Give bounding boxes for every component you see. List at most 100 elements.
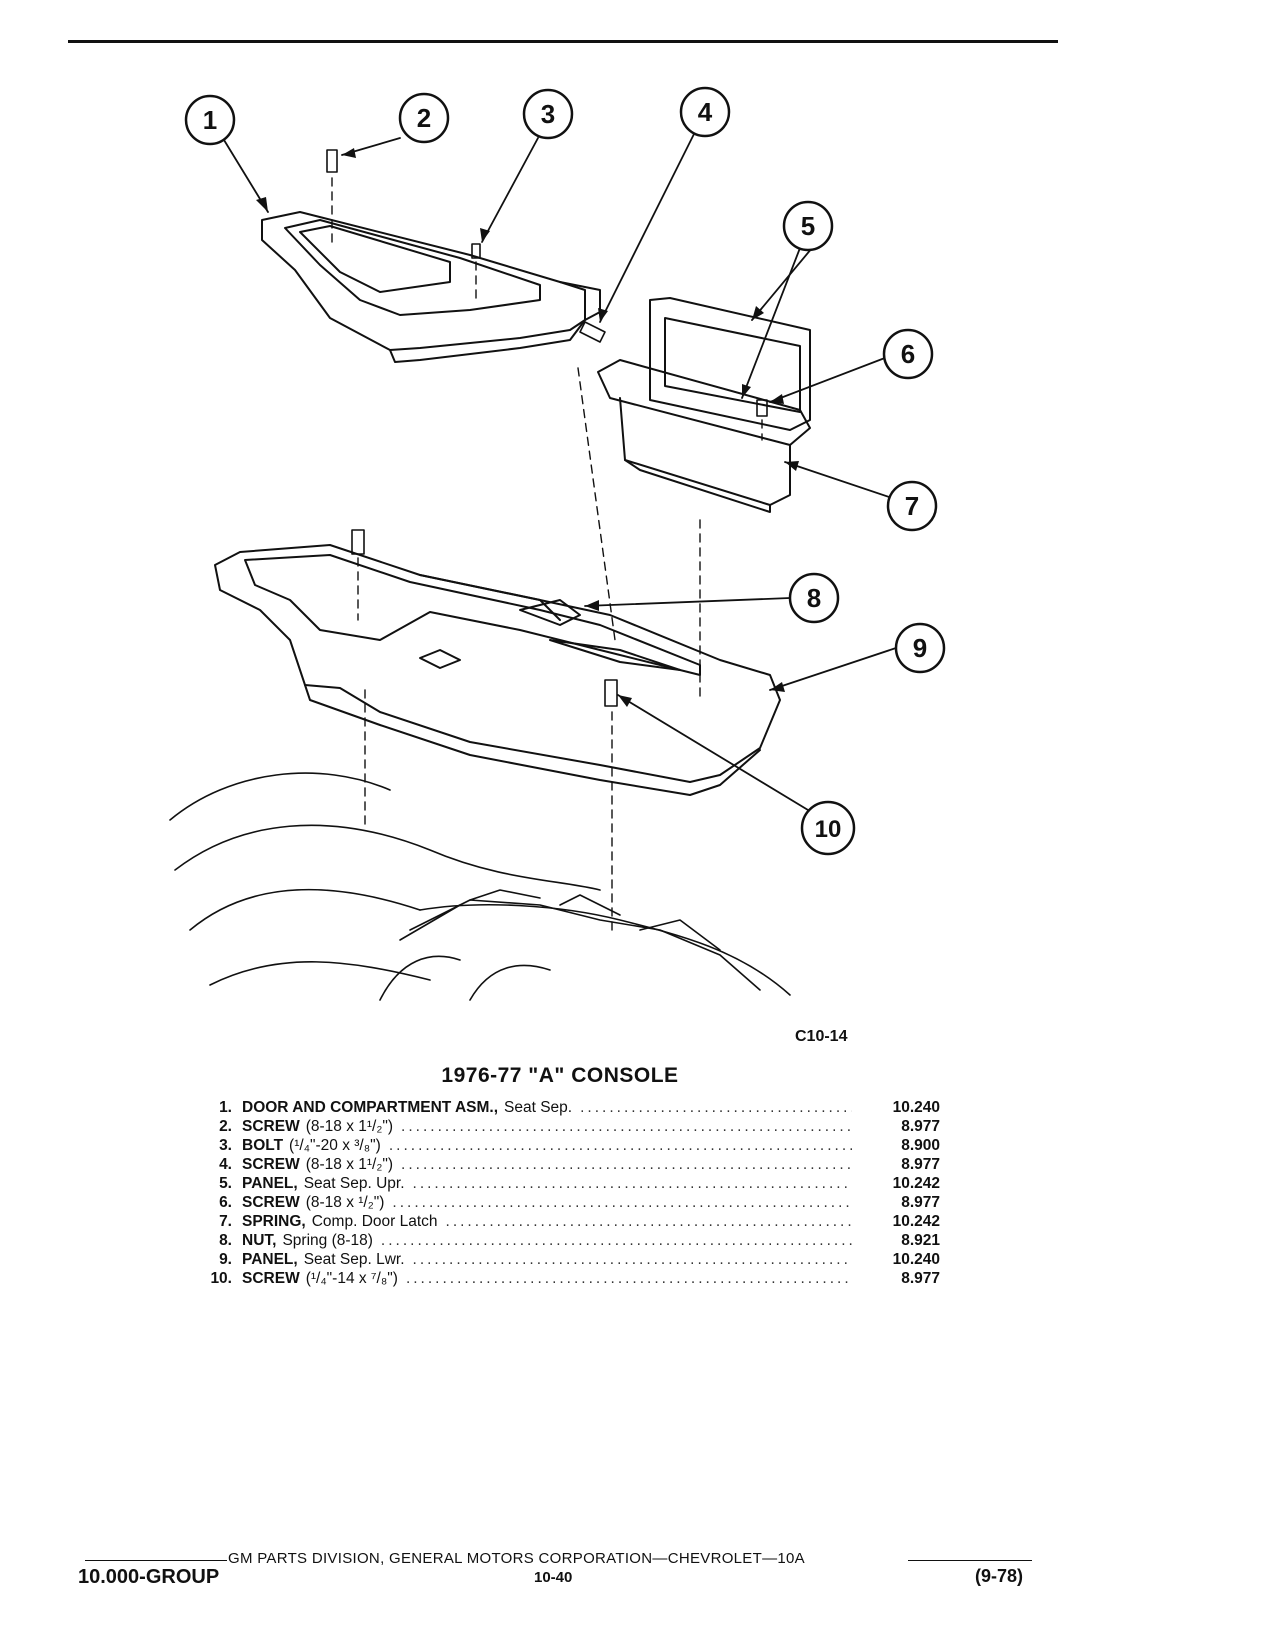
svg-text:1: 1 bbox=[203, 105, 217, 135]
leader-lines bbox=[223, 131, 897, 811]
arrow-heads bbox=[256, 148, 799, 707]
svg-text:9: 9 bbox=[913, 633, 927, 663]
part-number: 5. bbox=[219, 1175, 232, 1192]
group-number: 8.900 bbox=[901, 1137, 940, 1154]
leader-dots bbox=[401, 1155, 852, 1174]
group-number: 8.977 bbox=[901, 1194, 940, 1211]
leader-dots bbox=[446, 1212, 852, 1231]
svg-text:10: 10 bbox=[815, 816, 842, 843]
callout-4: 4 bbox=[679, 86, 731, 138]
alignment-lines bbox=[331, 177, 763, 936]
parts-list-row: 9. PANEL, Seat Sep. Lwr. 10.240 bbox=[190, 1250, 940, 1269]
figure-code: C10-14 bbox=[795, 1028, 848, 1045]
callout-3: 3 bbox=[522, 88, 574, 140]
svg-text:8: 8 bbox=[807, 583, 821, 613]
parts-list-row: 10. SCREW (¹/₄"-14 x ⁷/₈") 8.977 bbox=[190, 1269, 940, 1288]
callout-7: 7 bbox=[886, 480, 938, 532]
part-description: Seat Sep. Upr. bbox=[303, 1175, 405, 1192]
part-description: Seat Sep. Lwr. bbox=[303, 1251, 405, 1268]
group-number: 8.977 bbox=[901, 1118, 940, 1135]
part-name: BOLT bbox=[242, 1137, 284, 1154]
part-description: (8-18 x ¹/₂") bbox=[305, 1194, 385, 1211]
callout-1: 1 bbox=[184, 94, 236, 146]
svg-text:3: 3 bbox=[541, 99, 555, 129]
footer-rule-right bbox=[908, 1560, 1032, 1561]
part-name: SCREW bbox=[242, 1156, 300, 1173]
part-number: 8. bbox=[219, 1232, 232, 1249]
parts-list: 1. DOOR AND COMPARTMENT ASM., Seat Sep. … bbox=[190, 1098, 940, 1288]
group-number: 8.921 bbox=[901, 1232, 940, 1249]
part-name: PANEL, bbox=[242, 1251, 298, 1268]
part-name: PANEL, bbox=[242, 1175, 298, 1192]
part-name: SPRING, bbox=[242, 1213, 306, 1230]
group-number: 10.240 bbox=[892, 1099, 940, 1116]
svg-text:5: 5 bbox=[801, 211, 815, 241]
footer-rule-left bbox=[85, 1560, 227, 1561]
part-name: NUT, bbox=[242, 1232, 277, 1249]
figure-title: 1976-77 "A" CONSOLE bbox=[441, 1064, 679, 1087]
part-description: (8-18 x 1¹/₂") bbox=[305, 1118, 394, 1135]
part-number: 1. bbox=[219, 1099, 232, 1116]
leader-dots bbox=[392, 1193, 852, 1212]
leader-dots bbox=[413, 1250, 852, 1269]
footer-corporation: GM PARTS DIVISION, GENERAL MOTORS CORPOR… bbox=[228, 1550, 805, 1567]
part-description: (¹/₄"-20 x ³/₈") bbox=[289, 1137, 381, 1154]
part-description: (8-18 x 1¹/₂") bbox=[305, 1156, 394, 1173]
part-number: 7. bbox=[219, 1213, 232, 1230]
group-number: 10.242 bbox=[892, 1175, 940, 1192]
floor-pan-outline bbox=[169, 772, 791, 1001]
part-number: 6. bbox=[219, 1194, 232, 1211]
callouts: 1 2 3 4 5 6 7 8 9 10 bbox=[184, 86, 946, 856]
part-number: 4. bbox=[219, 1156, 232, 1173]
door-compartment-part bbox=[261, 211, 601, 363]
callout-5: 5 bbox=[782, 200, 834, 252]
leader-dots bbox=[389, 1136, 852, 1155]
part-number: 9. bbox=[219, 1251, 232, 1268]
exploded-view-diagram: 1 2 3 4 5 6 7 8 9 10 bbox=[169, 86, 946, 1001]
callout-10: 10 bbox=[800, 800, 856, 856]
svg-text:7: 7 bbox=[905, 491, 919, 521]
upper-panel-part bbox=[597, 297, 811, 513]
fasteners bbox=[326, 149, 768, 707]
part-number: 3. bbox=[219, 1137, 232, 1154]
page-number: 10-40 bbox=[534, 1569, 573, 1586]
parts-list-row: 5. PANEL, Seat Sep. Upr. 10.242 bbox=[190, 1174, 940, 1193]
part-description: Seat Sep. bbox=[504, 1099, 573, 1116]
leader-dots bbox=[406, 1269, 852, 1288]
revision-date: (9-78) bbox=[975, 1566, 1024, 1586]
svg-text:4: 4 bbox=[698, 97, 713, 127]
group-number: 10.242 bbox=[892, 1213, 940, 1230]
parts-list-row: 6. SCREW (8-18 x ¹/₂") 8.977 bbox=[190, 1193, 940, 1212]
part-name: SCREW bbox=[242, 1118, 300, 1135]
top-rule bbox=[68, 40, 1058, 43]
leader-dots bbox=[381, 1231, 852, 1250]
part-name: SCREW bbox=[242, 1270, 300, 1287]
part-name: SCREW bbox=[242, 1194, 300, 1211]
callout-8: 8 bbox=[788, 572, 840, 624]
parts-list-row: 2. SCREW (8-18 x 1¹/₂") 8.977 bbox=[190, 1117, 940, 1136]
part-description: Comp. Door Latch bbox=[311, 1213, 438, 1230]
part-number: 10. bbox=[210, 1270, 232, 1287]
part-name: DOOR AND COMPARTMENT ASM., bbox=[242, 1099, 499, 1116]
svg-text:6: 6 bbox=[901, 339, 915, 369]
leader-dots bbox=[580, 1098, 852, 1117]
group-number: 8.977 bbox=[901, 1156, 940, 1173]
callout-9: 9 bbox=[894, 622, 946, 674]
svg-text:2: 2 bbox=[417, 103, 431, 133]
part-description: Spring (8-18) bbox=[282, 1232, 373, 1249]
parts-list-row: 7. SPRING, Comp. Door Latch 10.242 bbox=[190, 1212, 940, 1231]
leader-dots bbox=[401, 1117, 852, 1136]
part-number: 2. bbox=[219, 1118, 232, 1135]
group-number: 8.977 bbox=[901, 1270, 940, 1287]
callout-2: 2 bbox=[398, 92, 450, 144]
group-number: 10.240 bbox=[892, 1251, 940, 1268]
parts-list-row: 4. SCREW (8-18 x 1¹/₂") 8.977 bbox=[190, 1155, 940, 1174]
parts-list-row: 1. DOOR AND COMPARTMENT ASM., Seat Sep. … bbox=[190, 1098, 940, 1117]
footer-group-label: 10.000-GROUP bbox=[78, 1566, 220, 1588]
part-description: (¹/₄"-14 x ⁷/₈") bbox=[305, 1270, 398, 1287]
leader-dots bbox=[413, 1174, 852, 1193]
callout-6: 6 bbox=[882, 328, 934, 380]
lower-panel-part bbox=[214, 544, 781, 796]
parts-list-row: 8. NUT, Spring (8-18) 8.921 bbox=[190, 1231, 940, 1250]
parts-list-row: 3. BOLT (¹/₄"-20 x ³/₈") 8.900 bbox=[190, 1136, 940, 1155]
